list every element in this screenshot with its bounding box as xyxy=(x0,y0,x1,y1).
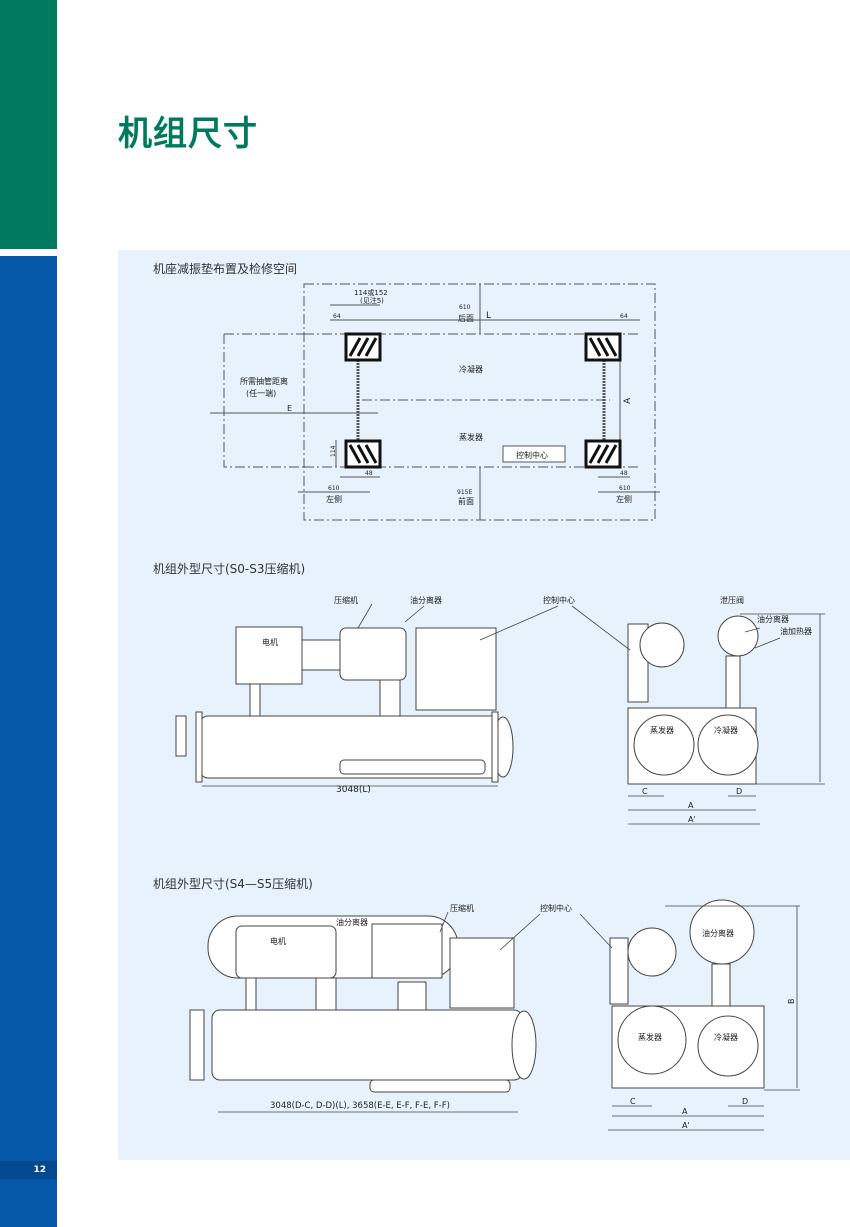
svg-text:前面: 前面 xyxy=(458,496,474,506)
svg-text:C: C xyxy=(630,1097,636,1106)
svg-text:D: D xyxy=(742,1097,748,1106)
svg-text:B: B xyxy=(787,999,796,1005)
svg-text:A: A xyxy=(688,801,694,810)
svg-text:油分离器: 油分离器 xyxy=(702,928,734,938)
svg-text:64: 64 xyxy=(620,313,628,320)
page-number: 12 xyxy=(33,1165,46,1175)
svg-text:D: D xyxy=(736,787,742,796)
svg-text:(任一端): (任一端) xyxy=(246,388,276,398)
page-title: 机组尺寸 xyxy=(118,114,258,154)
svg-text:控制中心: 控制中心 xyxy=(516,450,548,460)
svg-text:L: L xyxy=(486,311,491,321)
svg-text:A: A xyxy=(682,1107,688,1116)
svg-text:左侧: 左侧 xyxy=(326,494,342,504)
svg-text:A': A' xyxy=(688,815,696,824)
svg-text:冷凝器: 冷凝器 xyxy=(714,1032,738,1042)
svg-text:610: 610 xyxy=(328,485,340,492)
svg-text:114: 114 xyxy=(330,445,337,457)
section-title-s4-s5: 机组外型尺寸(S4—S5压缩机) xyxy=(153,877,313,891)
svg-text:64: 64 xyxy=(333,313,341,320)
blue-side-bar xyxy=(0,256,57,1227)
svg-text:114或152: 114或152 xyxy=(354,288,388,297)
svg-text:冷凝器: 冷凝器 xyxy=(459,364,483,374)
svg-text:压缩机: 压缩机 xyxy=(450,903,474,913)
svg-text:3048(D-C, D-D)(L), 3658(E-E, E: 3048(D-C, D-D)(L), 3658(E-E, E-F, F-E, F… xyxy=(270,1101,450,1111)
svg-text:A': A' xyxy=(682,1121,690,1130)
svg-text:泄压阀: 泄压阀 xyxy=(720,595,744,605)
svg-text:蒸发器: 蒸发器 xyxy=(650,725,674,735)
svg-text:油加热器: 油加热器 xyxy=(780,626,812,636)
svg-text:(见注5): (见注5) xyxy=(360,296,384,305)
section-title-s0-s3: 机组外型尺寸(S0-S3压缩机) xyxy=(153,562,306,576)
green-side-bar xyxy=(0,0,57,249)
svg-text:3048(L): 3048(L) xyxy=(336,785,371,795)
svg-text:610: 610 xyxy=(459,304,471,311)
svg-text:610: 610 xyxy=(619,485,631,492)
svg-text:915E: 915E xyxy=(457,489,472,496)
svg-text:后面: 后面 xyxy=(458,313,474,323)
page-number-band xyxy=(0,1161,57,1179)
svg-text:48: 48 xyxy=(365,470,373,477)
svg-text:C: C xyxy=(642,787,648,796)
svg-text:压缩机: 压缩机 xyxy=(334,595,358,605)
svg-text:蒸发器: 蒸发器 xyxy=(638,1032,662,1042)
svg-text:所需抽管距离: 所需抽管距离 xyxy=(240,376,288,386)
svg-text:控制中心: 控制中心 xyxy=(540,903,572,913)
svg-text:控制中心: 控制中心 xyxy=(543,595,575,605)
svg-text:A: A xyxy=(623,397,633,404)
section-title-pad-layout: 机座减振垫布置及检修空间 xyxy=(153,262,298,276)
svg-text:油分离器: 油分离器 xyxy=(410,595,442,605)
svg-text:48: 48 xyxy=(620,470,628,477)
svg-text:E: E xyxy=(287,404,292,413)
svg-text:电机: 电机 xyxy=(262,637,278,647)
svg-text:电机: 电机 xyxy=(270,936,286,946)
svg-text:冷凝器: 冷凝器 xyxy=(714,725,738,735)
svg-text:蒸发器: 蒸发器 xyxy=(459,432,483,442)
svg-text:油分离器: 油分离器 xyxy=(757,614,789,624)
svg-text:左侧: 左侧 xyxy=(616,494,632,504)
svg-text:油分离器: 油分离器 xyxy=(336,917,368,927)
